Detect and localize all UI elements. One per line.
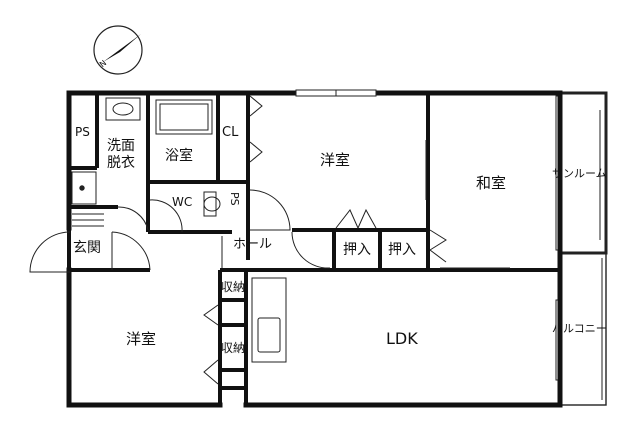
room-label-ps-left: PS [75, 125, 90, 139]
room-label-japanese: 和室 [476, 174, 506, 192]
door-washroom [117, 206, 149, 231]
door-wc [149, 199, 183, 233]
compass: N [93, 25, 143, 75]
door-western-north [249, 189, 291, 231]
washer-space [71, 171, 97, 205]
room-label-hall: ホール [233, 237, 272, 252]
compass-needle [103, 34, 141, 62]
compass-ring [93, 25, 143, 75]
room-label-oshiire-2: 押入 [388, 242, 416, 258]
door-entrance [29, 231, 71, 273]
room-label-western-south: 洋室 [126, 330, 156, 348]
toilet-bowl [203, 196, 221, 212]
fixtures [29, 95, 510, 385]
bathtub [155, 99, 213, 135]
kitchen-sink [257, 317, 281, 353]
door-hall-entrance [111, 231, 151, 271]
room-label-balcony: バルコニー [552, 322, 607, 335]
room-label-storage-2: 収納 [221, 341, 245, 355]
room-label-wc: WC [172, 195, 192, 209]
room-label-ldk: LDK [386, 329, 418, 348]
room-label-bath: 浴室 [165, 147, 193, 164]
room-label-western-north: 洋室 [320, 151, 350, 169]
washbasin [105, 97, 141, 121]
exterior-walls [66, 90, 563, 408]
room-label-washroom-line2: 脱衣 [107, 155, 135, 171]
kitchen-counter [251, 277, 287, 363]
room-label-entrance: 玄関 [73, 239, 101, 256]
room-label-storage-1: 収納 [221, 280, 245, 294]
room-label-ps-center: PS [228, 192, 241, 206]
door-japanese [429, 249, 447, 263]
door-oshiire [335, 208, 377, 229]
room-label-oshiire-1: 押入 [343, 242, 371, 258]
interior-walls [67, 93, 560, 405]
room-label-washroom-line1: 洗面 [107, 138, 135, 154]
room-label-closet: CL [222, 125, 239, 140]
top-window [295, 89, 377, 97]
compass-north-label: N [98, 58, 108, 69]
room-labels: PS 洗面 脱衣 浴室 CL 洋室 和室 サンルーム WC PS 玄関 ホール … [73, 125, 607, 355]
room-label-sunroom: サンルーム [552, 167, 607, 180]
door-ldk [291, 231, 331, 269]
